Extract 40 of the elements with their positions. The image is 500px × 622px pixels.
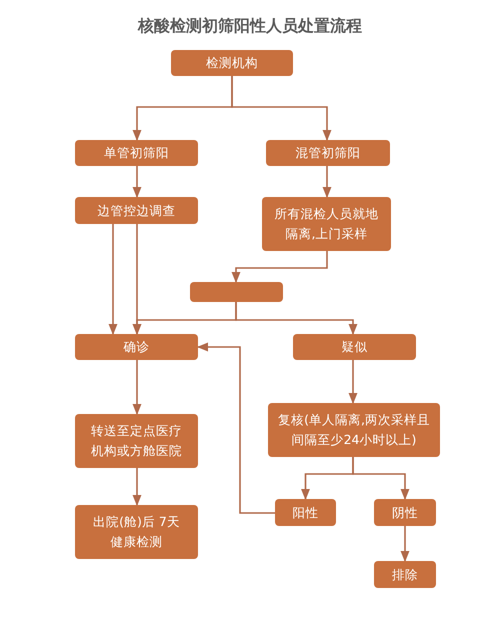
process-box <box>374 561 436 588</box>
box-label: 疑似 <box>342 338 368 356</box>
process-box <box>266 140 390 166</box>
box-label: 阳性 <box>292 504 318 522</box>
box-label: 阴性 <box>392 504 418 522</box>
process-box <box>75 334 198 360</box>
arrow <box>232 251 328 284</box>
process-box <box>75 140 198 166</box>
process-box <box>374 499 436 526</box>
arrow <box>132 360 142 416</box>
box-label: 排除 <box>392 566 418 584</box>
arrow <box>132 166 142 198</box>
box-label: 转送至定点医疗机构或方舱医院 <box>90 422 183 460</box>
arrow <box>400 526 410 562</box>
arrow <box>196 342 275 514</box>
box-label: 单管初筛阳 <box>104 144 169 162</box>
box-label: 复核(单人隔离,两次采样且间隔至少24小时以上) <box>277 411 431 449</box>
arrow <box>132 468 142 506</box>
process-box <box>293 334 416 360</box>
diagram-title: 核酸检测初筛阳性人员处置流程 <box>136 16 363 37</box>
arrow <box>348 360 358 404</box>
arrow <box>108 224 118 336</box>
box-label: 边管控边调查 <box>98 202 176 220</box>
box-label: 所有混检人员就地隔离,上门采样 <box>274 205 379 243</box>
process-box <box>75 414 198 468</box>
arrow <box>322 166 332 198</box>
box-label: 检测机构 <box>206 54 258 72</box>
process-box <box>268 403 440 457</box>
box-label: 混管初筛阳 <box>296 144 360 162</box>
blank-box <box>190 282 283 302</box>
arrow <box>235 302 358 336</box>
arrow <box>352 457 410 500</box>
box-label: 确诊 <box>124 338 150 356</box>
process-box <box>262 197 391 251</box>
box-label: 出院(舱)后 7天健康检测 <box>92 513 181 551</box>
process-box <box>171 50 293 76</box>
process-box <box>275 499 336 526</box>
arrow <box>231 76 332 142</box>
process-box <box>75 197 198 224</box>
process-box <box>75 505 198 559</box>
